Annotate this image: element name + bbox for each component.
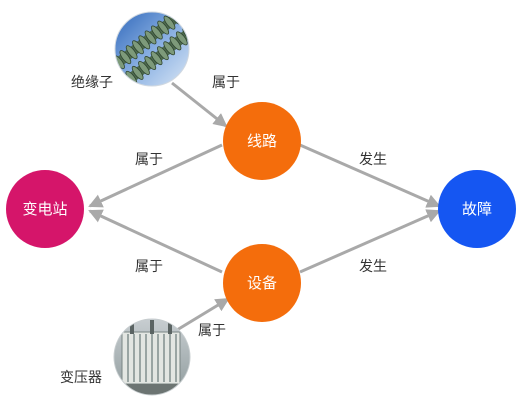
node-substation-circle <box>6 170 84 248</box>
edge-insulator-to-line <box>171 81 228 128</box>
insulator-caption: 绝缘子 <box>71 75 113 91</box>
node-fault-label: 故障 <box>462 200 492 218</box>
edge-transformer-to-equipment <box>171 297 230 335</box>
node-equipment-label: 设备 <box>247 274 277 292</box>
edge-label-insulator-to-line: 属于 <box>212 75 240 91</box>
transformer-caption: 变压器 <box>60 370 102 386</box>
insulator-photo-icon <box>114 11 190 87</box>
node-line-circle <box>223 102 301 180</box>
edges <box>88 81 441 335</box>
node-substation: 变电站 <box>6 170 84 248</box>
node-fault-circle <box>438 170 516 248</box>
node-line-label: 线路 <box>247 132 277 150</box>
node-line: 线路 <box>223 102 301 180</box>
node-equipment-circle <box>223 244 301 322</box>
edge-equipment-to-fault <box>299 209 441 274</box>
edge-equipment-to-substation <box>88 209 223 274</box>
node-equipment: 设备 <box>223 244 301 322</box>
node-substation-label: 变电站 <box>22 200 67 218</box>
edge-label-equipment-to-fault: 发生 <box>359 259 387 275</box>
edge-label-equipment-to-substation: 属于 <box>135 259 163 275</box>
transformer-photo-icon <box>113 318 191 396</box>
edge-line-to-substation <box>88 143 223 208</box>
edge-label-line-to-substation: 属于 <box>135 152 163 168</box>
edge-label-line-to-fault: 发生 <box>359 152 387 168</box>
edge-label-transformer-to-equipment: 属于 <box>198 323 226 339</box>
edge-line-to-fault <box>299 143 441 208</box>
node-fault: 故障 <box>438 170 516 248</box>
